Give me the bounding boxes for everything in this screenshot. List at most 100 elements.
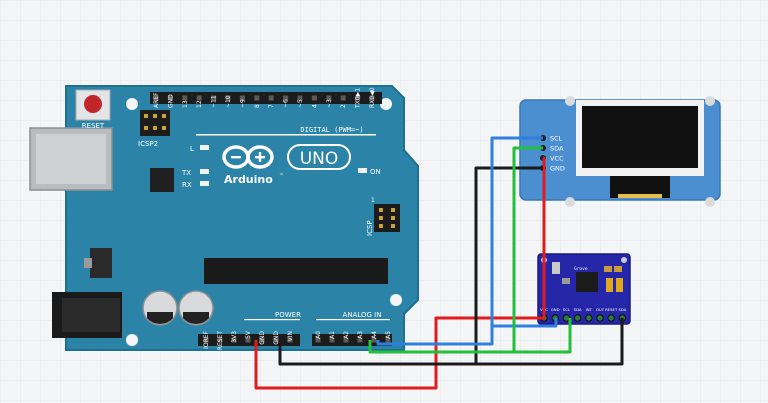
power-pin-label: 3V3 <box>231 331 238 343</box>
led-l-label: L <box>190 145 194 153</box>
analog-pin[interactable] <box>385 337 391 343</box>
digital-pin[interactable] <box>355 95 361 101</box>
oled-ribbon <box>610 176 670 198</box>
wire-blue-1[interactable] <box>376 136 543 346</box>
analog-pin[interactable] <box>357 337 363 343</box>
digital-pin-label: ~6 <box>283 99 290 108</box>
digital-pin[interactable] <box>369 95 375 101</box>
digital-pin[interactable] <box>153 95 159 101</box>
power-pin[interactable] <box>217 337 223 343</box>
digital-label-rule <box>196 134 376 136</box>
wires <box>254 136 624 390</box>
digital-header-pins <box>153 95 375 101</box>
mounting-hole <box>126 334 138 346</box>
led-tx <box>200 169 209 174</box>
power-pin-label: 5V <box>245 330 252 339</box>
digital-pin-label: 13 <box>182 100 189 108</box>
power-pin-label: VIN <box>287 331 294 341</box>
analog-pin[interactable] <box>371 337 377 343</box>
sensor-mounting-hole <box>621 257 627 263</box>
sensor-component <box>552 262 560 274</box>
led-on-label: ON <box>370 168 381 176</box>
wire-green-2[interactable] <box>514 318 572 354</box>
digital-pin-label: RX0◀0 <box>369 87 376 108</box>
usb-connector-inner <box>36 134 106 184</box>
digital-pin[interactable] <box>167 95 173 101</box>
power-header-pins <box>203 337 293 343</box>
digital-pin[interactable] <box>268 95 274 101</box>
power-pin[interactable] <box>231 337 237 343</box>
arduino-logo <box>222 145 274 169</box>
digital-pin-label: 4 <box>311 104 318 108</box>
digital-pin-label: ~3 <box>326 99 333 108</box>
sensor-pin[interactable] <box>607 314 615 322</box>
digital-pin[interactable] <box>340 95 346 101</box>
power-pin[interactable] <box>259 337 265 343</box>
analog-pin-label: A0 <box>315 331 322 339</box>
wire-red[interactable] <box>254 156 546 390</box>
uno-model-label: UNO <box>300 149 339 169</box>
oled-pin-label: VCC <box>550 155 564 163</box>
digital-pin[interactable] <box>211 95 217 101</box>
arduino-uno-board[interactable]: RESET ICSP2 L TX RX ON Arduino ™ UN <box>29 85 419 351</box>
reset-button[interactable] <box>84 95 102 113</box>
mounting-hole <box>126 98 138 110</box>
analog-pin[interactable] <box>329 337 335 343</box>
regulator-tab <box>84 258 92 268</box>
digital-pin-label: ~10 <box>225 95 232 108</box>
digital-pin[interactable] <box>283 95 289 101</box>
sensor-chip <box>576 272 598 292</box>
analog-label-rule <box>316 319 390 321</box>
sensor-chip-label: Grove <box>574 266 588 272</box>
sensor-pin[interactable] <box>585 314 593 322</box>
oled-mounting-hole <box>565 96 575 106</box>
oled-pin-label: SCL <box>550 135 563 143</box>
oled-ribbon-contacts <box>618 194 662 198</box>
sensor-pin[interactable] <box>573 314 582 322</box>
reset-label: RESET <box>82 122 105 130</box>
power-pin[interactable] <box>273 337 279 343</box>
sensor-pin[interactable] <box>596 314 604 322</box>
capacitor-band <box>183 312 209 325</box>
digital-pin-label: GND <box>167 94 174 108</box>
digital-pin-label: TX0▶1 <box>355 88 362 109</box>
led-l <box>200 145 209 150</box>
analog-header-pins <box>315 337 391 343</box>
digital-pin[interactable] <box>297 95 303 101</box>
digital-pin[interactable] <box>326 95 332 101</box>
analog-pin[interactable] <box>315 337 321 343</box>
sensor-pin-label: SDA <box>574 307 582 312</box>
digital-pin[interactable] <box>311 95 317 101</box>
digital-pin[interactable] <box>182 95 188 101</box>
capacitor-band <box>147 312 173 325</box>
digital-pin[interactable] <box>254 95 260 101</box>
digital-header <box>150 92 382 104</box>
icsp-header <box>374 204 400 232</box>
analog-pin[interactable] <box>343 337 349 343</box>
power-pin[interactable] <box>245 337 251 343</box>
wire-black-2[interactable] <box>476 318 624 366</box>
power-pin-label: IOREF <box>203 330 210 348</box>
analog-pin-label: A2 <box>343 331 350 339</box>
mounting-hole <box>380 98 392 110</box>
analog-pin-label: A1 <box>329 331 336 339</box>
icsp2-label: ICSP2 <box>138 140 158 148</box>
sensor-component <box>562 278 570 284</box>
icsp2-pins <box>144 114 166 130</box>
analog-pin-label: A3 <box>357 331 364 339</box>
analog-label: ANALOG IN <box>343 311 382 319</box>
digital-pin[interactable] <box>196 95 202 101</box>
sensor-pin-label: GND <box>551 307 560 312</box>
digital-pin-label: ~11 <box>211 95 218 108</box>
usb-interface-chip <box>150 168 174 192</box>
power-pin[interactable] <box>203 337 209 343</box>
digital-pin[interactable] <box>239 95 245 101</box>
voltage-regulator <box>90 248 112 278</box>
digital-pin[interactable] <box>225 95 231 101</box>
sensor-capacitor <box>616 278 623 292</box>
power-pin[interactable] <box>287 337 293 343</box>
